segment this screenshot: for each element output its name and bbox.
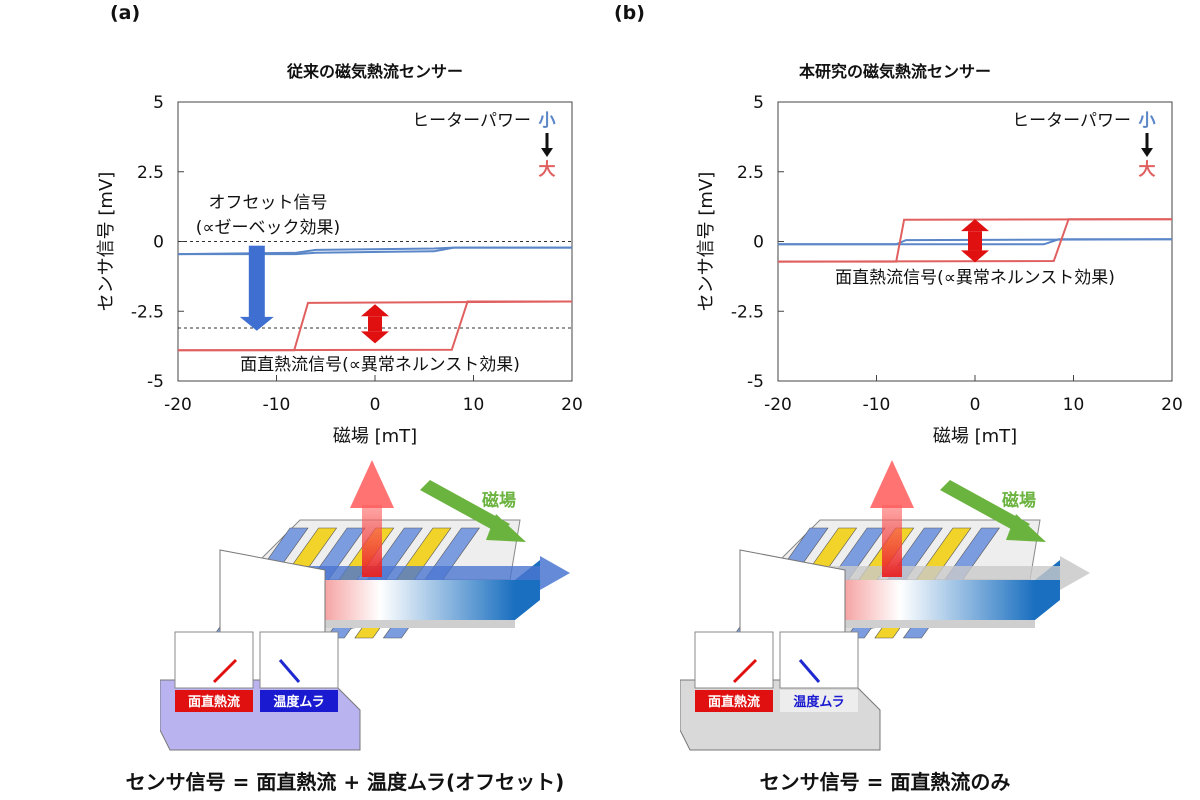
meter-left-needle bbox=[732, 658, 758, 684]
lateral-flow-arrow-head bbox=[1060, 556, 1090, 590]
field-arrow-head bbox=[486, 514, 526, 542]
signal-arrow-head-up bbox=[961, 219, 989, 232]
meter-right-dial bbox=[779, 631, 859, 689]
y-tick-label: -2.5 bbox=[731, 302, 764, 322]
signal-arrow-shaft bbox=[968, 231, 982, 251]
legend-low: 小 bbox=[1139, 111, 1156, 131]
legend-high: 大 bbox=[539, 159, 556, 180]
meter-left-needle bbox=[212, 658, 238, 684]
legend-title: ヒーターパワー bbox=[1012, 111, 1131, 131]
high-power-curve-1 bbox=[177, 300, 572, 352]
x-tick-label: 20 bbox=[1161, 395, 1183, 415]
y-tick-label: 5 bbox=[153, 93, 164, 113]
legend-high: 大 bbox=[1139, 159, 1156, 180]
x-tick-label: 10 bbox=[463, 395, 485, 415]
y-tick-label: -5 bbox=[147, 372, 164, 392]
signal-label: 面直熱流信号(∝異常ネルンスト効果) bbox=[240, 355, 520, 375]
x-tick-label: 0 bbox=[970, 395, 981, 415]
y-axis-label: センサ信号 [mV] bbox=[696, 172, 717, 312]
y-tick-label: 0 bbox=[753, 233, 764, 253]
signal-arrow-head-up bbox=[361, 304, 389, 317]
meter-right-plate bbox=[260, 690, 338, 712]
y-tick-label: 0 bbox=[153, 233, 164, 253]
meter-right-needle bbox=[278, 659, 301, 683]
signal-arrow-head-down bbox=[961, 250, 989, 263]
high-power-curve-1 bbox=[777, 218, 1172, 263]
x-tick-label: -20 bbox=[164, 395, 192, 415]
legend-arrow-head bbox=[1141, 148, 1153, 157]
offset-label-line1: オフセット信号 bbox=[209, 193, 328, 213]
x-tick-label: 10 bbox=[1063, 395, 1085, 415]
x-tick-label: 0 bbox=[370, 395, 381, 415]
caption-b: センサ信号 = 面直熱流のみ bbox=[759, 770, 1011, 794]
low-power-curve-1 bbox=[177, 246, 572, 256]
field-arrow-shaft bbox=[420, 480, 510, 534]
field-arrow-shaft bbox=[940, 480, 1030, 534]
x-axis-label: 磁場 [mT] bbox=[933, 426, 1017, 447]
chart-a-title: 従来の磁気熱流センサー bbox=[286, 62, 464, 81]
offset-arrow-shaft bbox=[248, 245, 265, 320]
vertical-flow-arrow-head bbox=[350, 460, 394, 508]
legend-title: ヒーターパワー bbox=[412, 111, 531, 131]
chart-b-title: 本研究の磁気熱流センサー bbox=[798, 62, 992, 81]
field-arrow-head bbox=[1006, 514, 1046, 542]
x-axis-label: 磁場 [mT] bbox=[333, 426, 417, 447]
legend-low: 小 bbox=[539, 111, 556, 131]
meter-left-label: 面直熱流 bbox=[708, 694, 760, 710]
meter-right-plate bbox=[780, 690, 858, 712]
signal-arrow-shaft bbox=[368, 316, 382, 332]
offset-label-line2: (∝ゼーベック効果) bbox=[196, 218, 340, 238]
y-tick-label: 2.5 bbox=[737, 163, 764, 183]
chart-b: 5 2.5 0 -2.5 -5-20 -10 0 10 20 磁場 [mT] センサ信号 [mV] ヒ… bbox=[696, 93, 1183, 447]
offset-arrow-head bbox=[239, 316, 274, 331]
signal-arrow-head-down bbox=[361, 331, 389, 344]
vertical-flow-arrow bbox=[882, 505, 902, 577]
caption-a: センサ信号 = 面直熱流 + 温度ムラ(オフセット) bbox=[125, 770, 565, 794]
y-tick-label: -2.5 bbox=[131, 302, 164, 322]
vertical-flow-arrow bbox=[362, 505, 382, 577]
field-label: 磁場 bbox=[482, 490, 516, 511]
field-label: 磁場 bbox=[1002, 490, 1036, 511]
meter-left-dial bbox=[694, 631, 774, 689]
legend-arrow-head bbox=[541, 148, 553, 157]
meter-right-dial bbox=[259, 631, 339, 689]
x-tick-label: -10 bbox=[263, 395, 291, 415]
x-tick-label: -10 bbox=[863, 395, 891, 415]
y-tick-label: 5 bbox=[753, 93, 764, 113]
meter-left-label: 面直熱流 bbox=[188, 694, 240, 710]
x-tick-label: 20 bbox=[561, 395, 583, 415]
y-tick-label: 2.5 bbox=[137, 163, 164, 183]
chart-a: 5 2.5 0 -2.5 -5-20 -10 0 10 20 磁場 [mT] センサ信号 [mV] ヒ… bbox=[96, 93, 583, 447]
meter-left-plate bbox=[175, 690, 253, 712]
y-axis-label: センサ信号 [mV] bbox=[96, 172, 117, 312]
x-tick-label: -20 bbox=[764, 395, 792, 415]
meter-right-label: 温度ムラ bbox=[793, 694, 844, 710]
lateral-flow-arrow-head bbox=[540, 556, 570, 590]
y-tick-label: -5 bbox=[747, 372, 764, 392]
meter-right-needle bbox=[798, 659, 821, 683]
meter-right-label: 温度ムラ bbox=[273, 694, 324, 710]
signal-label: 面直熱流信号(∝異常ネルンスト効果) bbox=[835, 268, 1115, 288]
panel-a-tag: (a) bbox=[110, 2, 141, 24]
meter-left-dial bbox=[174, 631, 254, 689]
meter-left-plate bbox=[695, 690, 773, 712]
low-power-curve-1 bbox=[778, 238, 1172, 246]
vertical-flow-arrow-head bbox=[870, 460, 914, 508]
panel-b-tag: (b) bbox=[614, 2, 645, 24]
